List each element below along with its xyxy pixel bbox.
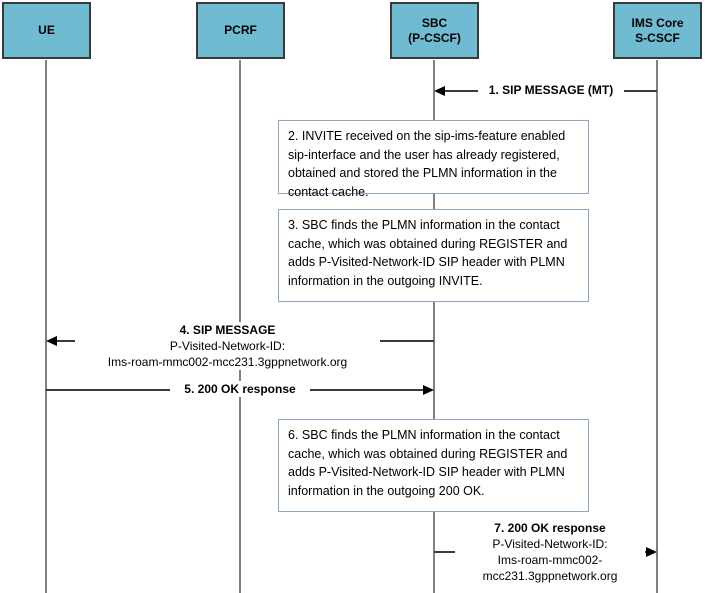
note-box-6: 6. SBC finds the PLMN information in the… <box>278 419 589 512</box>
actor-label-ims-line1: IMS Core <box>631 15 684 30</box>
message-1-label-line1: 1. SIP MESSAGE (MT) <box>488 83 614 97</box>
lifeline-sbc <box>433 60 435 593</box>
actor-label-pcrf-line1: PCRF <box>224 23 257 37</box>
message-1-label: 1. SIP MESSAGE (MT) <box>478 82 624 98</box>
message-7-label-line2: P-Visited-Network-ID: <box>492 537 608 551</box>
note-box-3: 3. SBC finds the PLMN information in the… <box>278 209 589 302</box>
message-4-label-line3: Ims-roam-mmc002-mcc231.3gppnetwork.org <box>107 355 348 369</box>
message-5-label-line1: 5. 200 OK response <box>184 382 296 396</box>
actor-label-ue-line1: UE <box>38 23 55 37</box>
actor-box-pcrf[interactable]: PCRF <box>196 2 285 59</box>
lifeline-ue <box>45 60 47 593</box>
note-box-2: 2. INVITE received on the sip-ims-featur… <box>278 120 589 199</box>
message-7-arrowhead <box>646 547 657 557</box>
actor-label-ims-line2: S-CSCF <box>635 30 680 45</box>
actor-box-ims[interactable]: IMS Core S-CSCF <box>613 2 702 59</box>
message-5-arrowhead <box>423 385 434 395</box>
actor-box-sbc[interactable]: SBC (P-CSCF) <box>390 2 479 59</box>
message-7-label-line3: Ims-roam-mmc002- <box>497 553 603 567</box>
lifeline-ims <box>656 60 658 593</box>
note-6-text: 6. SBC finds the PLMN information in the… <box>288 428 568 498</box>
actor-box-ue[interactable]: UE <box>2 2 91 59</box>
message-7-label-line4: mcc231.3gppnetwork.org <box>482 569 618 583</box>
message-7-label-line1: 7. 200 OK response <box>494 521 606 535</box>
message-4-label-line2: P-Visited-Network-ID: <box>169 339 286 353</box>
message-7-label: 7. 200 OK response P-Visited-Network-ID:… <box>455 520 645 584</box>
message-5-label: 5. 200 OK response <box>170 381 310 397</box>
actor-label-sbc-line2: (P-CSCF) <box>408 30 461 45</box>
note-3-text: 3. SBC finds the PLMN information in the… <box>288 218 568 288</box>
message-1-arrowhead <box>434 86 445 96</box>
message-4-arrowhead <box>46 336 57 346</box>
message-4-label: 4. SIP MESSAGE P-Visited-Network-ID: Ims… <box>75 322 380 370</box>
message-4-label-line1: 4. SIP MESSAGE <box>179 323 276 337</box>
note-2-text: 2. INVITE received on the sip-ims-featur… <box>288 129 566 199</box>
actor-label-sbc-line1: SBC <box>421 15 448 30</box>
